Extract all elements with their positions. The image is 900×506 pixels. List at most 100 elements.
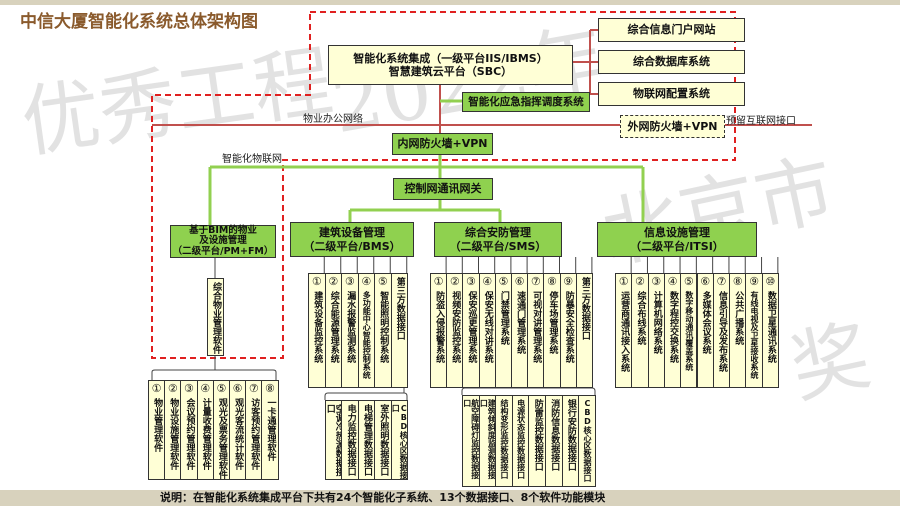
item-label: 防暴安全检查系统 bbox=[563, 291, 574, 363]
item-number: ⑤ bbox=[683, 275, 694, 288]
sms-interfaces-item[interactable]: 建筑倾斜度监测数据接口 bbox=[478, 395, 497, 487]
item-number: ③ bbox=[651, 275, 662, 288]
item-label: 综合物业管理软件 bbox=[211, 282, 221, 354]
item-number: ⑤ bbox=[498, 275, 509, 288]
internet-port-label: 预留互联网接口 bbox=[726, 116, 796, 127]
sms-interfaces-item[interactable]: 消防信息数据接口 bbox=[545, 395, 563, 487]
bms-interfaces-item[interactable]: CBD核心区数据接口 bbox=[390, 400, 408, 480]
item-number: ④ bbox=[667, 275, 678, 288]
sms-interfaces-item[interactable]: 防雷监控数据接口 bbox=[528, 395, 546, 487]
sms-systems-item[interactable]: ② 视频安防监控系统 bbox=[446, 273, 464, 388]
item-number: ⑩ bbox=[765, 275, 776, 288]
ibms-integration-box[interactable]: 智能化系统集成（一级平台IIS/IBMS） 智慧建筑云平台（SBC） bbox=[328, 45, 573, 85]
bms-platform-box[interactable]: 建筑设备管理 （二级平台/BMS） bbox=[290, 222, 414, 257]
bim-line3: （二级平台/PM+FM） bbox=[172, 245, 274, 257]
item-number: ③ bbox=[344, 275, 355, 288]
item-label: 综合布线系统 bbox=[635, 291, 646, 345]
sms-interfaces-item[interactable]: CBD核心区数据接口 bbox=[578, 395, 596, 487]
office-network-label: 物业办公网络 bbox=[303, 114, 363, 125]
item-label: 访客预约管理软件 bbox=[249, 398, 260, 470]
ibms-line1: 智能化系统集成（一级平台IIS/IBMS） bbox=[353, 51, 548, 65]
item-label: 智能照明控制系统 bbox=[378, 291, 389, 363]
item-label: 漏水报警监测系统 bbox=[345, 291, 356, 363]
item-label: 停车场管理系统 bbox=[547, 291, 558, 354]
item-label: 物业管理软件 bbox=[152, 398, 163, 452]
item-number: ① bbox=[433, 275, 444, 288]
item-number: ① bbox=[311, 275, 322, 288]
item-label: 会议预约管理软件 bbox=[184, 398, 195, 470]
item-number: ③ bbox=[466, 275, 476, 288]
database-system-box[interactable]: 综合数据库系统 bbox=[598, 50, 745, 74]
bms-systems-item[interactable]: ③ 漏水报警监测系统 bbox=[341, 273, 359, 388]
portal-website-box[interactable]: 综合信息门户网站 bbox=[598, 18, 745, 42]
item-label: 防盗入侵报警系统 bbox=[434, 291, 445, 363]
itsi-platform-box[interactable]: 信息设施管理 （二级平台/ITSI） bbox=[597, 222, 757, 257]
sms-platform-box[interactable]: 综合安防管理 （二级平台/SMS） bbox=[434, 222, 562, 257]
item-number: ④ bbox=[200, 382, 211, 395]
itsi-systems-item[interactable]: ③ 计算机网络系统 bbox=[647, 273, 665, 388]
item-label: 视频安防监控系统 bbox=[450, 291, 461, 363]
item-label: 有线电视及卫星接收系统 bbox=[750, 291, 760, 379]
gateway-box[interactable]: 控制网通讯网关 bbox=[393, 178, 493, 200]
sms-interfaces-item[interactable]: 银行安防数据接口 bbox=[561, 395, 580, 487]
item-label: 银行安防数据接口 bbox=[565, 399, 576, 471]
emergency-command-box[interactable]: 智能化应急指挥调度系统 bbox=[462, 92, 590, 112]
item-number: ② bbox=[635, 275, 645, 288]
item-label: 第三方数据接口 bbox=[579, 277, 590, 340]
itsi-systems-item[interactable]: ② 综合布线系统 bbox=[631, 273, 649, 388]
item-number: ⑨ bbox=[749, 275, 759, 288]
sms-interfaces-item[interactable]: 航空障碍灯监控数据接口 bbox=[462, 395, 480, 487]
item-label: 电力监控数据接口 bbox=[345, 404, 356, 476]
item-label: CBD核心区数据接口 bbox=[582, 399, 592, 482]
item-label: 物业设施管理软件 bbox=[168, 398, 179, 470]
sms-interfaces-item[interactable]: 电源状态监控数据接口 bbox=[511, 395, 530, 487]
item-label: 室外照明数据接口 bbox=[378, 404, 389, 476]
bms-interfaces-item[interactable]: 电力监控数据接口 bbox=[341, 400, 359, 480]
itsi-systems-item[interactable]: ⑨ 有线电视及卫星接收系统 bbox=[745, 273, 763, 388]
item-label: 保安无线对讲系统 bbox=[482, 291, 493, 363]
item-number: ⑥ bbox=[700, 275, 711, 288]
item-label: 观光及票务管理软件 bbox=[216, 398, 227, 479]
bms-interfaces-item[interactable]: 电梯管理数据接口 bbox=[357, 400, 376, 480]
bms-interfaces-item[interactable]: 空调冷热源数据接口 bbox=[325, 400, 343, 480]
bms-interfaces-item[interactable]: 室外照明数据接口 bbox=[374, 400, 392, 480]
item-label: 结构变形监控数据接口 bbox=[499, 399, 509, 479]
bim-platform-box[interactable]: 基于BIM的物业 及设施管理 （二级平台/PM+FM） bbox=[170, 225, 276, 258]
bim-software-item[interactable]: 综合物业管理软件 bbox=[207, 278, 224, 356]
external-firewall-box[interactable]: 外网防火墙+VPN bbox=[620, 115, 725, 138]
bms-systems-item[interactable]: 第三方数据接口 bbox=[390, 273, 408, 388]
sms-systems-item[interactable]: ① 防盗入侵报警系统 bbox=[430, 273, 448, 388]
iot-config-box[interactable]: 物联网配置系统 bbox=[598, 82, 745, 106]
sms-interfaces-item[interactable]: 结构变形监控数据接口 bbox=[495, 395, 513, 487]
internal-firewall-box[interactable]: 内网防火墙+VPN bbox=[392, 133, 493, 155]
item-label: 计算机网络系统 bbox=[651, 291, 662, 354]
sms-systems-item[interactable]: 第三方数据接口 bbox=[575, 273, 593, 388]
item-number: ② bbox=[449, 275, 460, 288]
